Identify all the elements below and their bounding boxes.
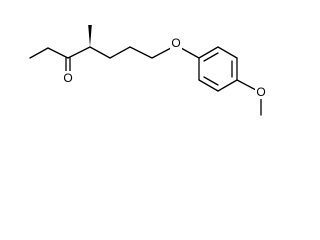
ether-oxygen-label: O — [171, 36, 180, 50]
bond-chain-1 — [89, 46, 111, 59]
bond-ring-to-methoxy-oxygen — [236, 79, 257, 91]
bond-ethyl-to-carbonyl — [47, 47, 69, 59]
ring-double-bond-inner-1 — [203, 52, 219, 62]
ring-bond-2 — [217, 46, 238, 59]
wedge-bond-methyl — [88, 25, 92, 47]
ring-double-bond-inner-3 — [203, 76, 219, 86]
bond-chain-to-ether-oxygen — [151, 47, 172, 59]
ring-bond-4 — [217, 79, 238, 92]
ring-bond-5 — [198, 79, 219, 92]
carbonyl-oxygen-label: O — [63, 71, 72, 85]
methoxy-oxygen-label: O — [256, 85, 265, 99]
bond-ethyl-terminal — [29, 47, 49, 59]
bond-chain-2 — [109, 46, 131, 59]
bond-chain-3 — [129, 46, 153, 59]
ring-bond-1 — [198, 46, 219, 59]
chemical-structure: O O O — [29, 25, 267, 116]
bond-ether-oxygen-to-ring — [180, 47, 200, 59]
bond-carbonyl-to-stereocenter — [67, 46, 91, 59]
